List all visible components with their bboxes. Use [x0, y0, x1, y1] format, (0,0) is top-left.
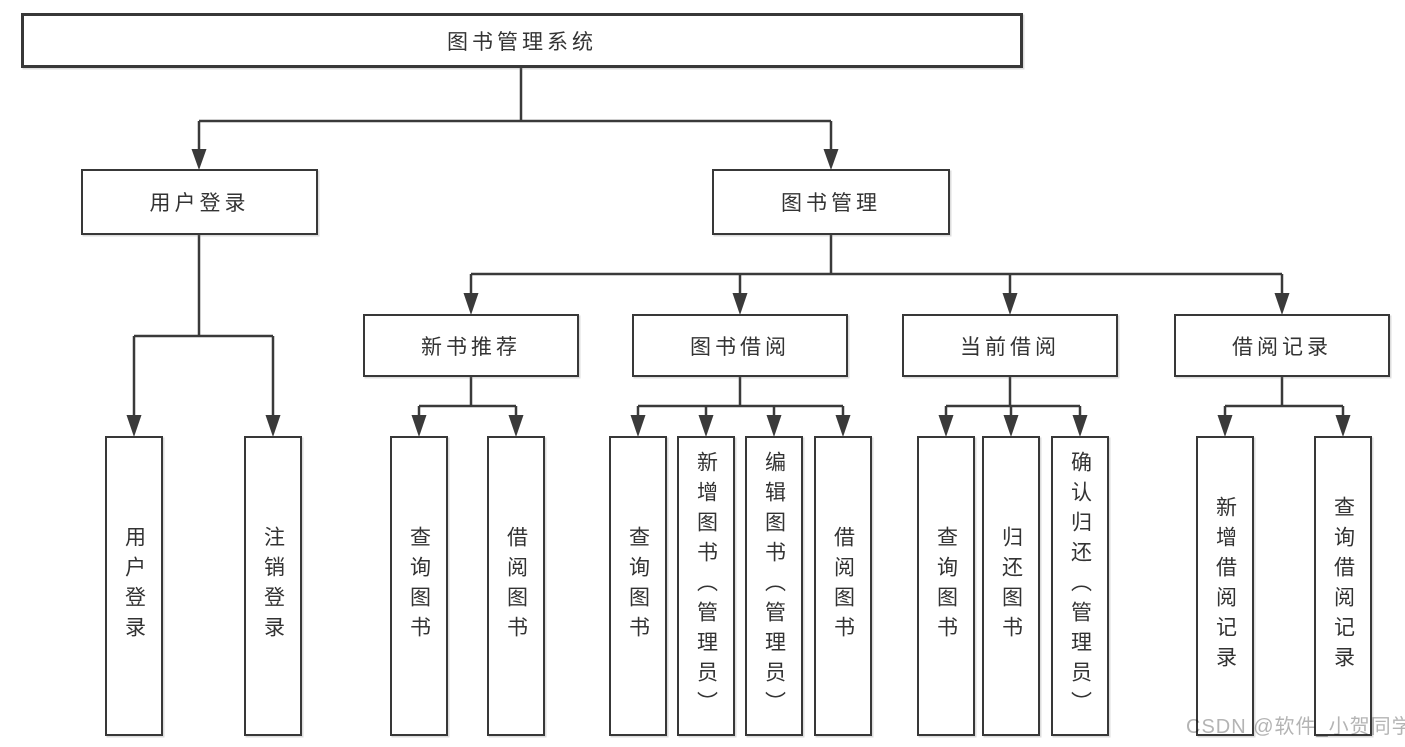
leaf-bb-query-books: 查询图书 [609, 436, 667, 736]
leaf-cb-query-books: 查询图书 [917, 436, 975, 736]
node-label: 归还图书 [999, 526, 1023, 646]
node-label: 新增图书（管理员） [694, 451, 718, 721]
leaf-cb-return-books: 归还图书 [982, 436, 1040, 736]
node-label: 新书推荐 [421, 335, 521, 359]
connector-current-borrow-to-leaves [938, 377, 1088, 437]
connector-user-login-to-leaves [126, 235, 281, 437]
leaf-logout: 注销登录 [244, 436, 302, 736]
node-label: 图书管理 [781, 192, 881, 215]
connector-book-borrow-to-leaves [630, 377, 851, 437]
node-label: 查询图书 [934, 526, 958, 646]
node-label: 图书管理系统 [447, 30, 597, 54]
node-book-borrow: 图书借阅 [632, 314, 848, 377]
node-label: 图书借阅 [690, 335, 790, 359]
connector-new-book-recommend-to-leaves [411, 377, 524, 437]
connector-book-management-to-level3 [463, 235, 1290, 315]
node-label: 编辑图书（管理员） [762, 451, 786, 721]
node-label: 注销登录 [261, 526, 285, 646]
connector-borrow-records-to-leaves [1217, 377, 1351, 437]
node-current-borrow: 当前借阅 [902, 314, 1118, 377]
node-book-management: 图书管理 [712, 169, 950, 235]
node-root: 图书管理系统 [21, 13, 1023, 68]
connector-root-to-level2 [191, 68, 839, 170]
node-new-book-recommend: 新书推荐 [363, 314, 579, 377]
leaf-bb-edit-books-admin: 编辑图书（管理员） [745, 436, 803, 736]
node-label: 借阅记录 [1232, 335, 1332, 359]
watermark-text: CSDN @软件_小贺同学 [1186, 716, 1405, 738]
node-label: 用户登录 [149, 192, 250, 215]
node-label: 用户登录 [122, 526, 146, 646]
leaf-cb-confirm-return-admin: 确认归还（管理员） [1051, 436, 1109, 736]
node-label: 查询借阅记录 [1331, 496, 1355, 676]
csdn-watermark: CSDN @软件_小贺同学 [1186, 710, 1405, 739]
leaf-br-query-record: 查询借阅记录 [1314, 436, 1372, 736]
leaf-nbr-borrow-books: 借阅图书 [487, 436, 545, 736]
leaf-bb-borrow-books: 借阅图书 [814, 436, 872, 736]
node-label: 确认归还（管理员） [1068, 451, 1092, 721]
node-label: 当前借阅 [960, 335, 1060, 359]
node-label: 借阅图书 [504, 526, 528, 646]
node-label: 新增借阅记录 [1213, 496, 1237, 676]
node-user-login: 用户登录 [81, 169, 318, 235]
node-borrow-records: 借阅记录 [1174, 314, 1390, 377]
leaf-bb-add-books-admin: 新增图书（管理员） [677, 436, 735, 736]
node-label: 查询图书 [407, 526, 431, 646]
leaf-br-add-record: 新增借阅记录 [1196, 436, 1254, 736]
node-label: 查询图书 [626, 526, 650, 646]
leaf-user-login: 用户登录 [105, 436, 163, 736]
node-label: 借阅图书 [831, 526, 855, 646]
leaf-nbr-query-books: 查询图书 [390, 436, 448, 736]
